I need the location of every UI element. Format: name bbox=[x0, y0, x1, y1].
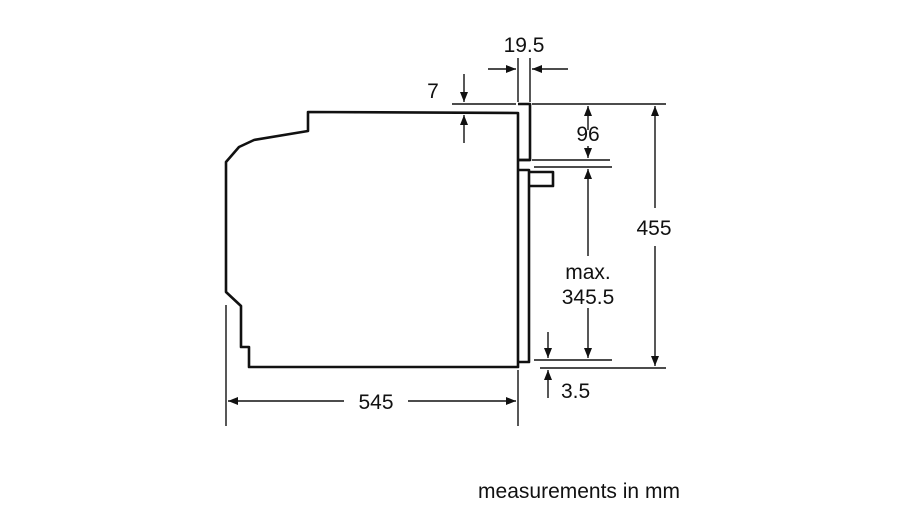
dim-label-max-value: 345.5 bbox=[562, 286, 615, 309]
dim-label-max: max. bbox=[565, 261, 611, 284]
door bbox=[518, 168, 531, 364]
dim-label-depth: 545 bbox=[358, 391, 393, 414]
door-handle bbox=[529, 170, 555, 188]
dim-label-total-height: 455 bbox=[636, 217, 671, 240]
front-panel bbox=[518, 102, 532, 162]
dim-label-panel-height: 96 bbox=[576, 123, 599, 146]
units-caption: measurements in mm bbox=[478, 480, 680, 503]
dim-label-top-gap: 7 bbox=[427, 80, 439, 103]
dim-label-panel-thickness: 19.5 bbox=[504, 34, 545, 57]
dim-label-bottom-gap: 3.5 bbox=[561, 380, 590, 403]
oven-body-outline bbox=[224, 110, 520, 369]
